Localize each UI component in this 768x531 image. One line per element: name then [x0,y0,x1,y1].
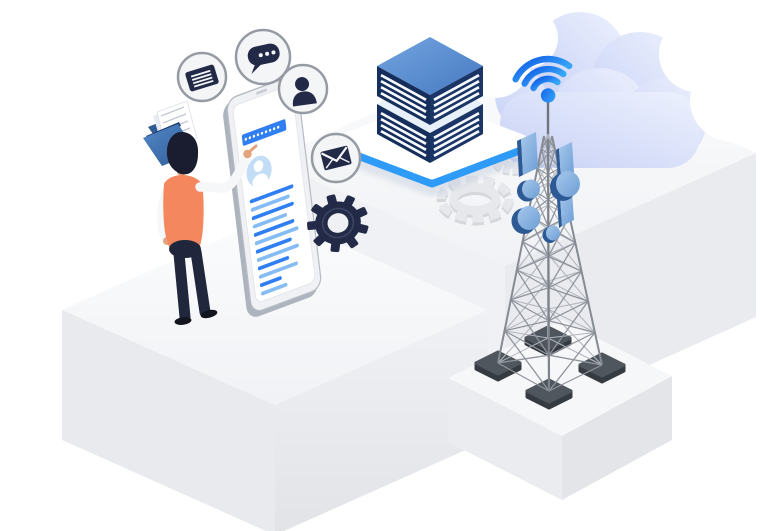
drum-antenna [550,171,580,201]
server-vents [433,74,480,119]
envelope-icon [310,132,362,184]
chat-bubble-icon [234,28,292,86]
person-pants [169,240,211,323]
person-finger [247,144,258,154]
right-platform-side-right [562,376,672,500]
tower-antennas [511,132,580,243]
user-icon [277,63,329,115]
wifi-icon [512,55,573,103]
right-platform-side-left [448,378,562,500]
person-shoe [174,317,192,325]
left-platform-side-right [275,310,488,531]
server-vents [433,112,480,157]
phone-speaker [256,88,268,95]
wifi-dot [540,88,556,103]
password-dots [244,125,280,141]
gear-icon [307,194,369,253]
drum-antenna [511,206,541,234]
cloud-white-lobes [459,8,768,142]
server-vents [380,112,427,157]
paper-text-lines [160,106,191,138]
server-stack [377,37,483,163]
drum-antenna [542,225,560,243]
wifi-arc [530,75,561,92]
person-hair [166,131,199,175]
smartphone [223,76,322,317]
person-vest [163,175,204,251]
wifi-arc [512,55,573,83]
person-figure [157,131,258,325]
server-vents [380,74,427,119]
server-unit-upper [377,37,483,125]
wifi-arc [521,65,567,87]
panel-antenna [556,142,574,181]
password-field[interactable] [241,119,287,146]
gear-hole [327,213,349,233]
left-platform-side-left [62,310,275,531]
drum-antenna [517,179,540,202]
panel-antenna [517,132,538,177]
screen-text-lines [249,184,299,296]
person-shoe [200,309,218,319]
document-lines-icon [176,51,228,103]
person-right-arm [195,152,251,193]
